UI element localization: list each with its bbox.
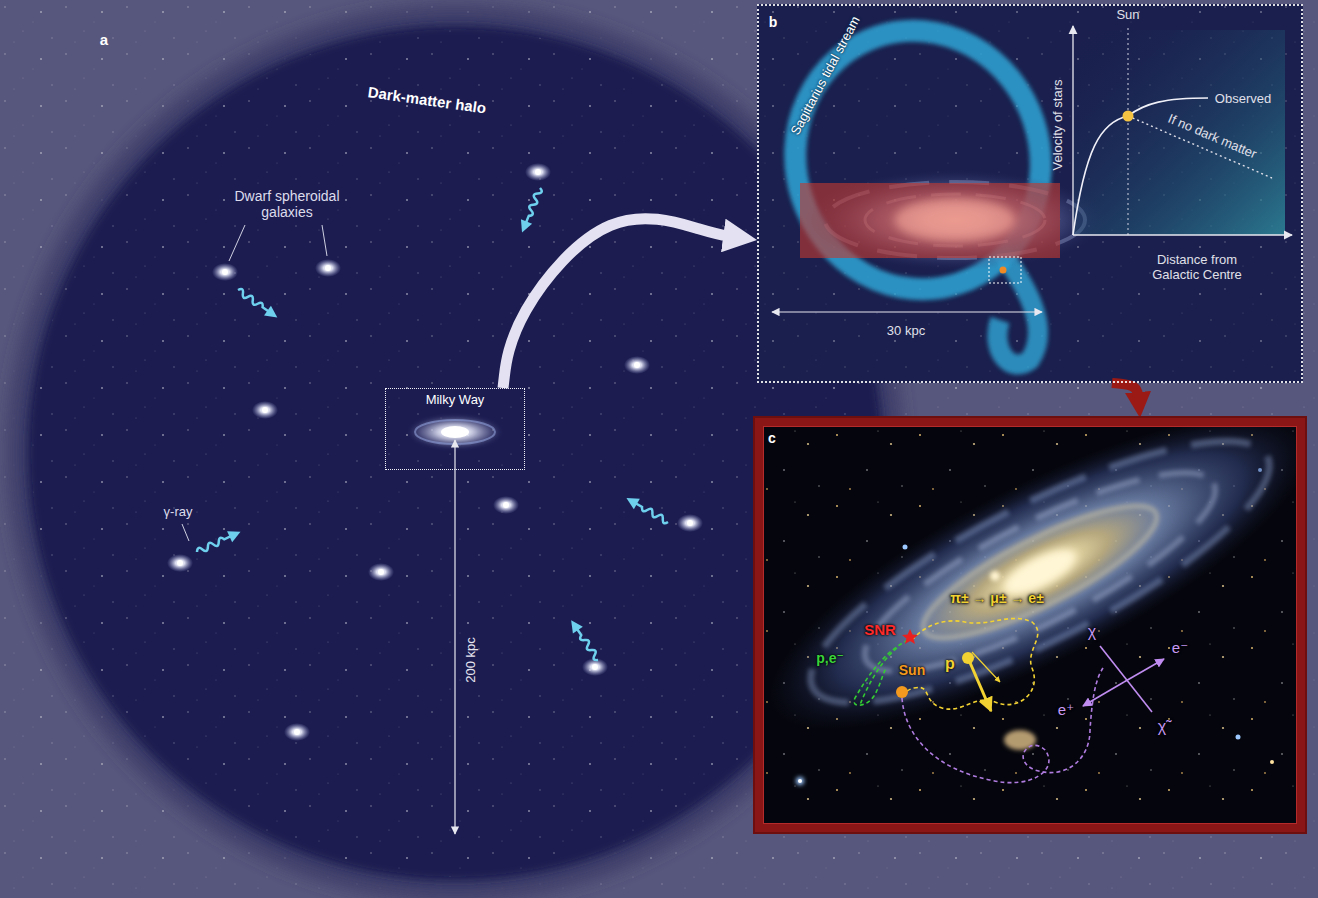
dwarf-galaxies xyxy=(167,163,703,741)
panel-c-art xyxy=(733,357,1318,832)
dwarf-galaxy xyxy=(252,401,278,419)
galaxy-core xyxy=(441,426,469,438)
milky-way-box: Milky Way xyxy=(385,388,525,470)
gamma-ray-arrow xyxy=(623,493,671,527)
gamma-ray-arrow xyxy=(235,285,281,322)
galaxy-disc xyxy=(763,426,1297,787)
galaxy-photo xyxy=(763,426,1297,824)
bright-star xyxy=(1270,760,1274,764)
sun-dot xyxy=(1000,267,1007,274)
panel-b: b xyxy=(757,4,1303,383)
panel-letter: c xyxy=(768,430,776,446)
particle-label: χ xyxy=(1088,623,1096,641)
sun-dot xyxy=(1123,111,1134,122)
decay-arrow xyxy=(972,652,1000,682)
galaxy-core xyxy=(895,198,1015,242)
dwarf-galaxy xyxy=(315,259,341,277)
dimension-line xyxy=(454,440,455,834)
andromeda-galaxy xyxy=(763,426,1297,787)
dark-matter-halo: aDark-matter haloMilky Way xyxy=(10,8,900,898)
leader-line xyxy=(229,225,245,261)
curve-label: Observed xyxy=(1215,92,1271,107)
dwarf-galaxy xyxy=(525,163,551,181)
dwarf-galaxy xyxy=(212,263,238,281)
bright-star xyxy=(796,777,804,785)
supernova-remnant xyxy=(902,629,918,644)
galaxy-arm xyxy=(909,484,1171,661)
dwarf-galaxy xyxy=(368,563,394,581)
dwarf-galaxy xyxy=(493,496,519,514)
sun-region-box xyxy=(989,257,1021,283)
cosmic-ray-path xyxy=(854,640,908,705)
satellite-galaxy xyxy=(990,571,1000,581)
proton-arrow xyxy=(968,658,991,711)
dimension-label: 200 kpc xyxy=(464,637,479,683)
gamma-ray-arrow xyxy=(194,526,243,557)
cosmic-ray-path xyxy=(860,648,897,705)
rotation-curve-graph xyxy=(1073,26,1292,235)
source-label: SNR xyxy=(864,621,896,638)
axis xyxy=(1073,234,1292,235)
stream-label: Sagittarius tidal stream xyxy=(788,14,863,138)
highlight-band xyxy=(800,183,1060,258)
halo-title: Dark-matter halo xyxy=(367,83,487,117)
ray-label: γ-ray xyxy=(164,505,193,520)
halo-stars xyxy=(31,29,879,877)
panel-c: c xyxy=(755,418,1305,832)
axis xyxy=(1072,26,1073,235)
electron-line xyxy=(1124,659,1164,682)
particle-label: χ̃ xyxy=(1158,718,1166,736)
panel-b-art xyxy=(757,0,1303,383)
axis-label: Velocity of stars xyxy=(1051,79,1066,170)
panel-letter: b xyxy=(769,14,778,30)
sun-dot xyxy=(896,686,908,698)
dwarf-galaxy xyxy=(284,723,310,741)
panel-letter: a xyxy=(100,31,108,48)
box-title: Milky Way xyxy=(426,393,485,408)
dwarf-galaxy xyxy=(677,514,703,532)
sun-label: Sun xyxy=(1116,8,1139,23)
decay-label: π± → μ± → e± xyxy=(950,590,1044,606)
zoom-arrow xyxy=(1112,383,1139,400)
connectors xyxy=(503,219,1139,400)
sun-marker-line xyxy=(1128,28,1129,235)
leader-line xyxy=(322,225,327,256)
dimension-label: 30 kpc xyxy=(887,324,925,339)
dimension-line xyxy=(772,311,1042,312)
bright-star xyxy=(1236,735,1241,740)
observed-curve xyxy=(1073,98,1208,235)
dwarf-galaxy xyxy=(624,356,650,374)
gamma-ray-arrow xyxy=(566,617,603,664)
curve-label: If no dark matter xyxy=(1166,112,1259,163)
particle-label: e⁺ xyxy=(1058,701,1074,718)
axis-label: Distance from Galactic Centre xyxy=(1137,253,1257,283)
gamma-rays xyxy=(194,186,671,664)
leader-lines xyxy=(182,225,327,541)
sun-label: Sun xyxy=(899,662,925,678)
particle-label: e⁻ xyxy=(1172,639,1188,656)
satellite-galaxy xyxy=(1004,730,1036,750)
particle-label: p,e⁻ xyxy=(816,650,844,666)
dark-matter-line xyxy=(1100,646,1152,712)
positron-path xyxy=(902,668,1103,783)
galaxy-core xyxy=(998,541,1082,602)
particle-label: p xyxy=(945,655,955,673)
graph-ground xyxy=(1073,30,1285,235)
galaxy-arm xyxy=(782,426,1297,748)
gamma-ray-arrow xyxy=(516,186,545,235)
bright-star xyxy=(798,779,802,783)
stream-tail xyxy=(997,250,1038,364)
leader-line xyxy=(182,524,189,541)
positron-line xyxy=(1083,682,1124,706)
dwarf-galaxy xyxy=(167,554,193,572)
zoom-arrow xyxy=(503,219,733,388)
halo-disc xyxy=(27,25,883,881)
galaxy-label: Dwarf spheroidal galaxies xyxy=(222,188,352,220)
galaxy-arm xyxy=(844,439,1237,705)
predicted-curve xyxy=(1128,116,1272,178)
